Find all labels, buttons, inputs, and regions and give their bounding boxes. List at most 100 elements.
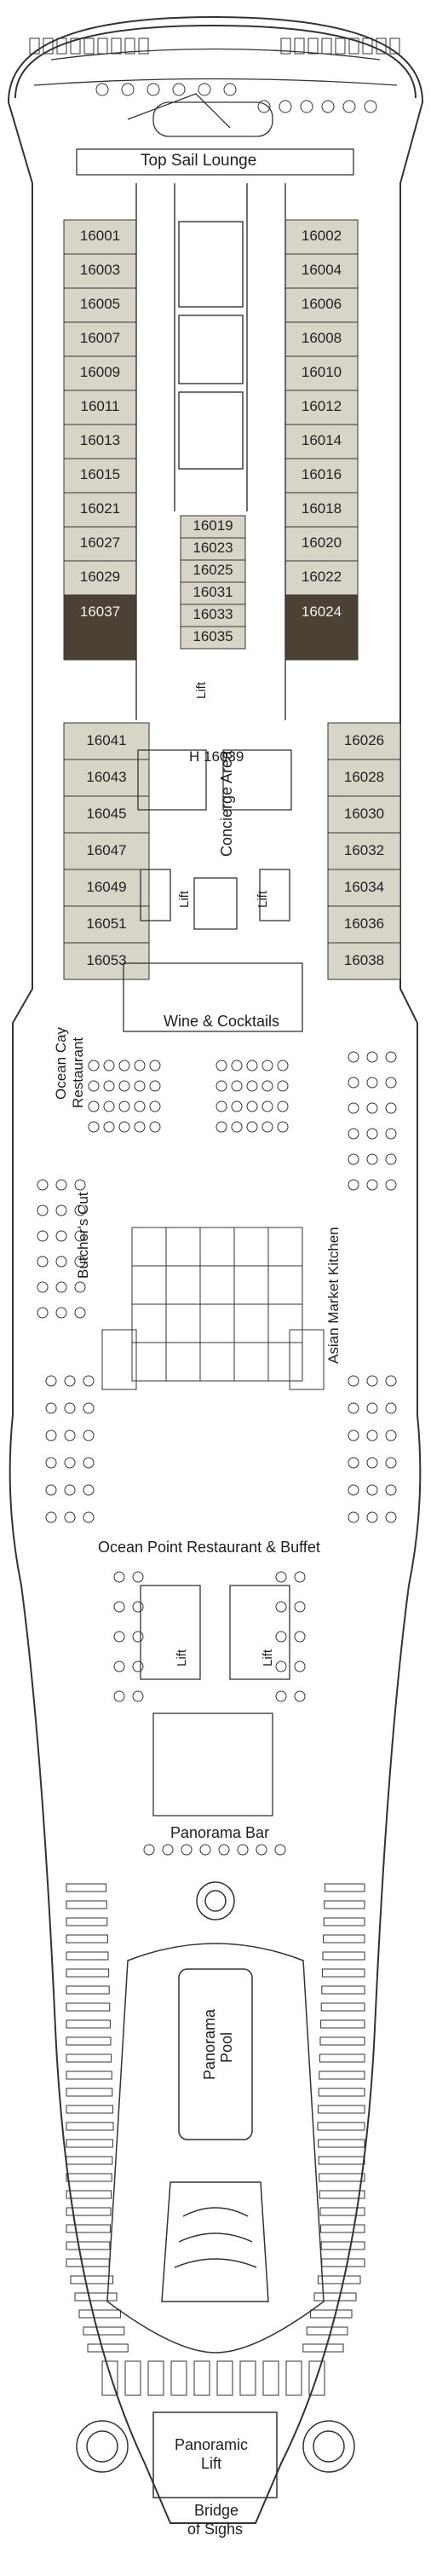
sun-lounger: [308, 2360, 325, 2396]
dining-table: [366, 1128, 378, 1140]
cabin-box: [63, 594, 137, 661]
cabin-box: [327, 832, 401, 870]
cabin-16027: 16027: [79, 534, 121, 551]
dining-table: [366, 1077, 378, 1089]
dining-table: [277, 1121, 289, 1133]
sun-lounger: [147, 2360, 164, 2396]
sun-lounger: [317, 2275, 361, 2284]
bow-lounger: [43, 38, 54, 55]
cabin-box: [63, 219, 137, 255]
cabin-16019: 16019: [193, 517, 233, 534]
bow-lounger: [321, 38, 332, 55]
dining-table: [45, 1511, 57, 1523]
dining-table: [118, 1121, 130, 1133]
dining-table: [385, 1484, 397, 1496]
bow-lounger: [111, 38, 122, 55]
cabin-16030: 16030: [343, 805, 385, 822]
cabin-16004: 16004: [301, 262, 342, 278]
sun-lounger: [319, 2071, 365, 2080]
bow-lounger: [70, 38, 81, 55]
dining-table: [199, 1844, 211, 1856]
dining-table: [55, 1204, 67, 1216]
dining-table: [348, 1375, 359, 1387]
sun-lounger: [322, 1951, 365, 1961]
bridge-of-sighs-label-line1: Bridge: [194, 2502, 239, 2519]
dining-table: [103, 1080, 115, 1092]
forward-left-cabin-block: [63, 219, 137, 661]
grid-cell: [131, 1342, 167, 1382]
dining-table: [261, 1060, 273, 1071]
bow-lounger: [335, 38, 346, 55]
cabin-16049: 16049: [86, 878, 127, 895]
cabin-16013: 16013: [79, 432, 121, 448]
sun-lounger: [323, 1917, 365, 1926]
dining-table: [216, 1121, 227, 1133]
dining-table: [348, 1511, 359, 1523]
grid-cell: [233, 1265, 269, 1305]
dining-table: [277, 1100, 289, 1112]
cabin-16001: 16001: [79, 228, 121, 244]
dining-table: [294, 1661, 306, 1672]
cabin-16015: 16015: [79, 466, 121, 482]
cabin-box: [63, 560, 137, 596]
dining-tables: [37, 1051, 397, 1856]
bow-table: [300, 100, 313, 113]
cabin-box: [327, 722, 401, 760]
cabin-16025: 16025: [193, 562, 233, 578]
dining-table: [246, 1060, 258, 1071]
cabin-box: [284, 390, 359, 425]
dining-table: [246, 1121, 258, 1133]
sun-lounger: [239, 2360, 256, 2396]
dining-table: [132, 1690, 144, 1702]
grid-cell: [131, 1303, 167, 1343]
sun-lounger: [66, 2139, 113, 2148]
dining-table: [88, 1080, 100, 1092]
dining-table: [134, 1100, 146, 1112]
bow-furniture: [29, 38, 400, 113]
bow-lounger: [97, 38, 108, 55]
dining-table: [348, 1430, 359, 1441]
sun-lounger: [66, 1985, 110, 1995]
bow-table: [342, 100, 356, 113]
sun-lounger: [87, 2343, 129, 2353]
cabin-16022: 16022: [301, 569, 342, 585]
dining-table: [366, 1179, 378, 1191]
dining-table: [64, 1375, 76, 1387]
panorama-pool-label-line1: Panorama: [201, 2008, 218, 2080]
asian-market-kitchen-label: Asian Market Kitchen: [325, 1227, 342, 1364]
sun-lounger: [313, 2292, 357, 2302]
bow-table: [95, 83, 109, 96]
bow-lounger: [294, 38, 305, 55]
dining-table: [231, 1060, 243, 1071]
cabin-box: [63, 869, 150, 907]
sun-lounger: [66, 2036, 112, 2046]
ocean-cay-label-line1: Ocean Cay: [53, 1026, 69, 1100]
dining-table: [45, 1375, 57, 1387]
bridge-of-sighs-label-line2: of Sighs: [187, 2521, 244, 2538]
dining-table: [83, 1457, 95, 1469]
dining-table: [88, 1121, 100, 1133]
dining-table: [149, 1100, 161, 1112]
ocean-point-label: Ocean Point Restaurant & Buffet: [98, 1539, 320, 1556]
grid-cell: [267, 1303, 303, 1343]
cabin-box: [180, 581, 246, 605]
lift-label-right-2: Lift: [261, 1649, 275, 1666]
dining-table: [261, 1080, 273, 1092]
dining-table: [348, 1457, 359, 1469]
grid-cell: [199, 1303, 235, 1343]
panorama-pool-label-line2: Pool: [218, 2031, 235, 2063]
dining-table: [366, 1484, 378, 1496]
grid-cell: [165, 1227, 201, 1267]
cabin-box: [63, 942, 150, 980]
cabin-box: [284, 458, 359, 494]
cabin-box: [63, 832, 150, 870]
dining-table: [385, 1457, 397, 1469]
sun-loungers: [66, 1883, 365, 2396]
dining-table: [275, 1690, 287, 1702]
cabin-16043: 16043: [86, 768, 127, 785]
dining-table: [277, 1080, 289, 1092]
bow-table: [279, 100, 292, 113]
cabin-16011: 16011: [80, 398, 120, 414]
dining-table: [216, 1060, 227, 1071]
bow-lounger: [56, 38, 67, 55]
